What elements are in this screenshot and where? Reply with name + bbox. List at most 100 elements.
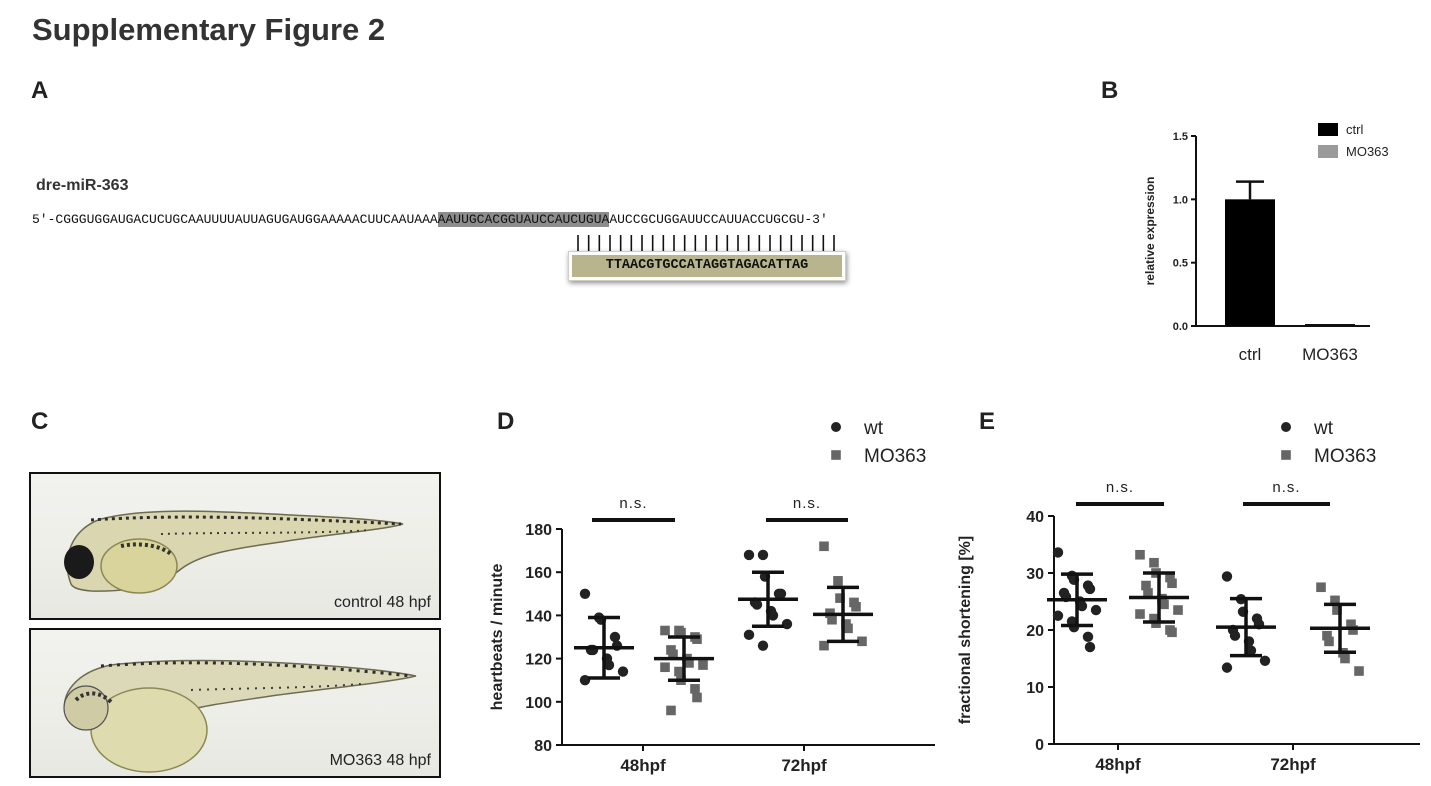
data-point-MO363: [666, 705, 676, 716]
y-tick-label: 0: [1035, 737, 1044, 754]
data-point-MO363: [692, 692, 702, 703]
legend-swatch-ctrl: [1318, 123, 1338, 136]
data-point-MO363: [660, 625, 670, 636]
data-point-MO363: [1167, 578, 1177, 589]
y-tick-label: 100: [525, 695, 552, 712]
data-point-MO363: [1165, 572, 1175, 583]
panel-label-d: D: [497, 408, 515, 435]
data-point-MO363: [1135, 549, 1145, 560]
morpholino-sequence: TTAACGTGCCATAGGTAGACATTAG: [572, 255, 842, 277]
y-tick-label: 140: [525, 608, 552, 625]
data-point-wt: [757, 640, 769, 651]
legend-marker-wt: [1281, 422, 1291, 432]
embryo-photo-control: control 48 hpf: [29, 472, 441, 620]
legend-label: wt: [1313, 418, 1334, 439]
data-point-MO363: [668, 649, 678, 660]
data-point-wt: [579, 588, 591, 599]
x-tick-label: 72hpf: [781, 756, 827, 775]
data-point-MO363: [692, 634, 702, 644]
embryo-mo363-illustration: [63, 659, 417, 773]
mirna-name: dre-miR-363: [36, 177, 129, 194]
y-tick-label: 0.0: [1173, 321, 1188, 333]
data-point-MO363: [1167, 627, 1177, 638]
data-point-MO363: [1354, 666, 1364, 676]
legend-label: wt: [863, 418, 884, 439]
data-point-wt: [1084, 641, 1096, 653]
data-point-MO363: [684, 658, 694, 668]
data-point-wt: [1229, 630, 1241, 641]
legend-marker-MO363: [1281, 450, 1291, 460]
data-point-wt: [1052, 610, 1064, 621]
legend-swatch-MO363: [1318, 145, 1338, 158]
y-axis-label: fractional shortening [%]: [957, 536, 974, 724]
panel-label-a: A: [31, 77, 49, 104]
data-point-wt: [1076, 600, 1088, 612]
data-point-MO363: [1332, 605, 1342, 615]
data-point-MO363: [1322, 630, 1332, 641]
x-tick-label: MO363: [1302, 345, 1358, 364]
data-point-MO363: [690, 684, 700, 694]
data-point-MO363: [833, 576, 843, 586]
data-point-MO363: [857, 636, 867, 647]
data-point-wt: [1259, 655, 1271, 666]
data-point-wt: [743, 549, 755, 561]
data-point-MO363: [819, 640, 829, 651]
y-tick-label: 10: [1026, 680, 1044, 697]
data-point-MO363: [676, 627, 686, 638]
embryo-photo-mo363: MO363 48 hpf: [29, 628, 441, 778]
y-tick-label: 0.5: [1173, 258, 1188, 270]
y-tick-label: 30: [1026, 566, 1044, 583]
data-point-MO363: [1346, 619, 1356, 630]
y-tick-label: 180: [525, 522, 552, 539]
legend-marker-wt: [831, 422, 841, 432]
data-point-wt: [1052, 547, 1064, 558]
mirna-sequence: 5′-CGGGUGGAUGACUCUGCAAUUUUAUUAGUGAUGGAAA…: [32, 212, 828, 227]
significance-label: n.s.: [619, 495, 647, 512]
bar-ctrl: [1225, 199, 1275, 326]
morpholino-target-site: AAUUGCACGGUAUCCAUCUGUA: [437, 212, 610, 227]
significance-label: n.s.: [793, 495, 821, 512]
data-point-MO363: [1143, 588, 1153, 598]
panel-label-b: B: [1101, 77, 1119, 104]
significance-label: n.s.: [1106, 479, 1134, 496]
y-axis-label: relative expression: [1143, 177, 1157, 286]
x-tick-label: 48hpf: [620, 756, 666, 775]
data-point-wt: [579, 675, 591, 686]
data-point-MO363: [827, 614, 837, 625]
data-point-MO363: [1149, 557, 1159, 568]
data-point-MO363: [835, 593, 845, 603]
data-point-wt: [609, 631, 621, 643]
figure-title: Supplementary Figure 2: [32, 12, 386, 47]
y-tick-label: 1.0: [1173, 194, 1188, 206]
legend-label: MO363: [1314, 446, 1376, 467]
embryo-control-illustration: [64, 510, 404, 594]
data-point-wt: [1221, 662, 1233, 673]
x-tick-label: 48hpf: [1095, 755, 1141, 774]
data-point-MO363: [660, 662, 670, 673]
y-tick-label: 20: [1026, 623, 1044, 640]
data-point-MO363: [1340, 653, 1350, 664]
panel-label-c: C: [31, 408, 49, 435]
photo-caption-control: control 48 hpf: [334, 594, 431, 611]
data-point-MO363: [1159, 599, 1169, 610]
data-point-wt: [1221, 571, 1233, 582]
data-point-wt: [1245, 645, 1257, 656]
data-point-wt: [751, 599, 763, 610]
data-point-MO363: [1324, 636, 1334, 647]
data-point-MO363: [1141, 580, 1151, 591]
sequence-3prime: AUCCGCUGGAUUCCAUUACCUGCGU-3′: [609, 212, 828, 227]
data-point-wt: [603, 659, 615, 671]
morpholino-box: TTAACGTGCCATAGGTAGACATTAG: [568, 251, 846, 281]
y-tick-label: 80: [534, 738, 552, 755]
x-tick-label: 72hpf: [1270, 755, 1316, 774]
data-point-MO363: [674, 666, 684, 677]
data-point-MO363: [843, 623, 853, 634]
data-point-MO363: [851, 601, 861, 612]
y-tick-label: 120: [525, 652, 552, 669]
data-point-wt: [1082, 631, 1094, 643]
data-point-wt: [767, 610, 779, 621]
legend-label: MO363: [1346, 144, 1389, 159]
data-point-MO363: [1330, 595, 1340, 606]
photo-caption-mo363: MO363 48 hpf: [329, 752, 431, 769]
